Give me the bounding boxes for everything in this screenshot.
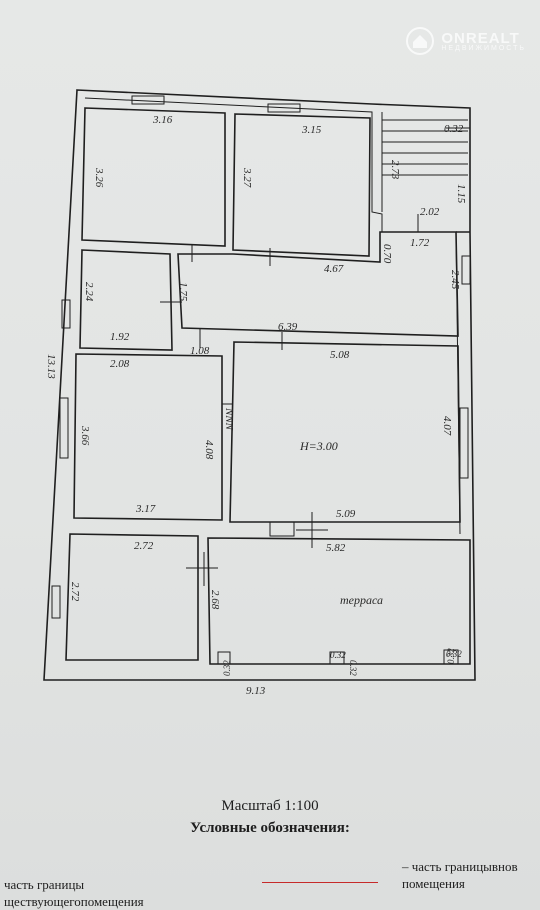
dim-terrace-top: 5.82 (326, 542, 346, 554)
dim-nnn: NNN (223, 407, 235, 431)
dim-room2-width: 3.15 (301, 124, 322, 136)
dim-room1-width: 3.16 (152, 114, 173, 126)
dim-door-width: 1.08 (190, 345, 210, 357)
dim-bottom-room-width: 2.72 (134, 540, 154, 552)
dim-stairs-width: 1.15 (455, 184, 467, 204)
window-mark (61, 299, 71, 329)
dim-main-room-bottom: 5.09 (336, 508, 356, 520)
legend-existing: часть границы ществующегопомещения (4, 876, 144, 910)
dim-landing-width: 2.02 (420, 206, 440, 218)
dim-corridor-left: 1.75 (177, 282, 189, 302)
dim-main-room-height: 4.07 (441, 416, 453, 436)
dim-left-room-bottom: 3.17 (135, 503, 156, 515)
window-mark (51, 585, 61, 619)
window-mark (131, 95, 165, 105)
dim-post-3: 0.32 (446, 649, 462, 659)
logo-subtitle: НЕДВИЖИМОСТЬ (441, 45, 526, 52)
window-mark (59, 397, 69, 459)
room-main (229, 341, 461, 523)
dim-landing-depth: 0.70 (381, 244, 393, 264)
dim-step: 0.32 (444, 123, 464, 135)
room-left (73, 353, 223, 521)
outer-wall (43, 89, 476, 681)
room-2 (232, 113, 371, 257)
outer-wall-inner (84, 97, 461, 535)
room-small (79, 249, 173, 351)
dim-total-height: 13.13 (45, 354, 57, 379)
dim-main-room-top: 5.08 (330, 349, 350, 361)
room-bottom-left (65, 533, 199, 661)
terrace-label: терраса (340, 593, 383, 607)
legend-existing-line2: ществующегопомещения (4, 894, 144, 909)
legend-red-line (262, 882, 378, 883)
logo-brand: ONREALT (441, 30, 520, 47)
window-mark (461, 255, 471, 285)
door-ticks (160, 127, 470, 665)
logo-icon (406, 27, 435, 55)
dim-post-4: 0.32 (446, 648, 456, 664)
window-mark (267, 103, 301, 113)
dim-left-room-width: 2.08 (110, 358, 130, 370)
dim-room2-height: 3.27 (241, 167, 253, 188)
dim-landing-inner: 1.72 (410, 237, 430, 249)
watermark-logo: ONREALT НЕДВИЖИМОСТЬ (405, 26, 526, 56)
dim-bottom-room-height: 2.72 (69, 582, 81, 602)
dim-stairs-length: 2.73 (389, 160, 401, 180)
stairs (381, 112, 468, 212)
legend-existing-line1: часть границы (4, 877, 85, 892)
ceiling-height: H=3.00 (299, 439, 338, 453)
legend-new: – часть границывнов помещения (402, 858, 518, 892)
dim-room1-height: 3.26 (93, 167, 105, 188)
dim-terrace-left: 2.68 (209, 590, 221, 610)
dim-post-5: 0.32 (222, 660, 232, 676)
window-mark (459, 407, 469, 479)
dim-corridor-length: 6.39 (278, 321, 298, 333)
dim-left-room-right: 4.08 (203, 440, 215, 460)
dim-post-1: 0.32 (330, 650, 346, 660)
scale-label: Масштаб 1:100 (221, 798, 319, 814)
dim-corridor-top: 4.67 (324, 263, 344, 275)
room-1 (81, 107, 226, 247)
legend-title: Условные обозначения: (190, 820, 350, 836)
legend-new-line1: – часть границывнов (402, 859, 518, 874)
terrace (207, 537, 471, 665)
legend-new-line2: помещения (402, 876, 465, 891)
dim-total-width: 9.13 (246, 685, 266, 697)
dim-post-2: 0.32 (348, 660, 358, 676)
dim-left-room-height: 3.66 (79, 425, 91, 446)
dim-small-height: 2.24 (83, 282, 95, 302)
dim-small-width: 1.92 (110, 331, 130, 343)
dim-corridor-right: 2.45 (449, 270, 461, 290)
